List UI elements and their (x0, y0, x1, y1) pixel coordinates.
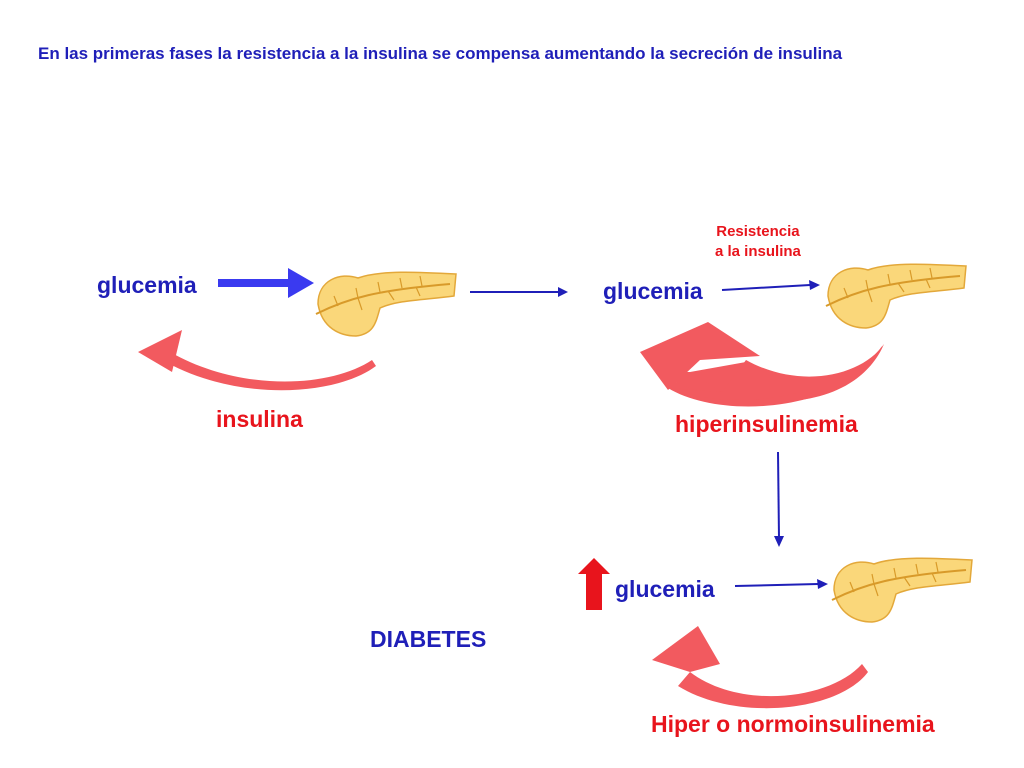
curved-feedback-arrow-icon (138, 330, 376, 391)
arrow-right-icon (470, 287, 568, 297)
arrow-right-icon (721, 280, 820, 291)
curved-feedback-arrow-icon (640, 322, 884, 407)
resistance-label: Resistencia a la insulina (715, 222, 801, 262)
resistance-label-line2: a la insulina (715, 243, 801, 260)
glucemia-label-3: glucemia (615, 576, 715, 602)
curved-feedback-arrow-icon (652, 626, 868, 709)
diabetes-label: DIABETES (370, 626, 487, 652)
pancreas-icon (825, 263, 967, 329)
normoinsulinemia-label: Hiper o normoinsulinemia (651, 711, 935, 737)
glucemia-label-2: glucemia (603, 278, 703, 304)
page-title: En las primeras fases la resistencia a l… (38, 44, 843, 63)
arrow-right-icon (218, 268, 314, 298)
arrow-down-icon (774, 451, 784, 547)
pancreas-icon (315, 271, 457, 337)
pancreas-icon (831, 557, 973, 623)
glucemia-label-1: glucemia (97, 272, 197, 298)
hiperinsulinemia-label: hiperinsulinemia (675, 411, 858, 437)
resistance-label-line1: Resistencia (716, 223, 800, 240)
insulina-label: insulina (216, 406, 303, 432)
arrow-up-icon (578, 558, 610, 610)
arrow-right-icon (734, 579, 828, 589)
